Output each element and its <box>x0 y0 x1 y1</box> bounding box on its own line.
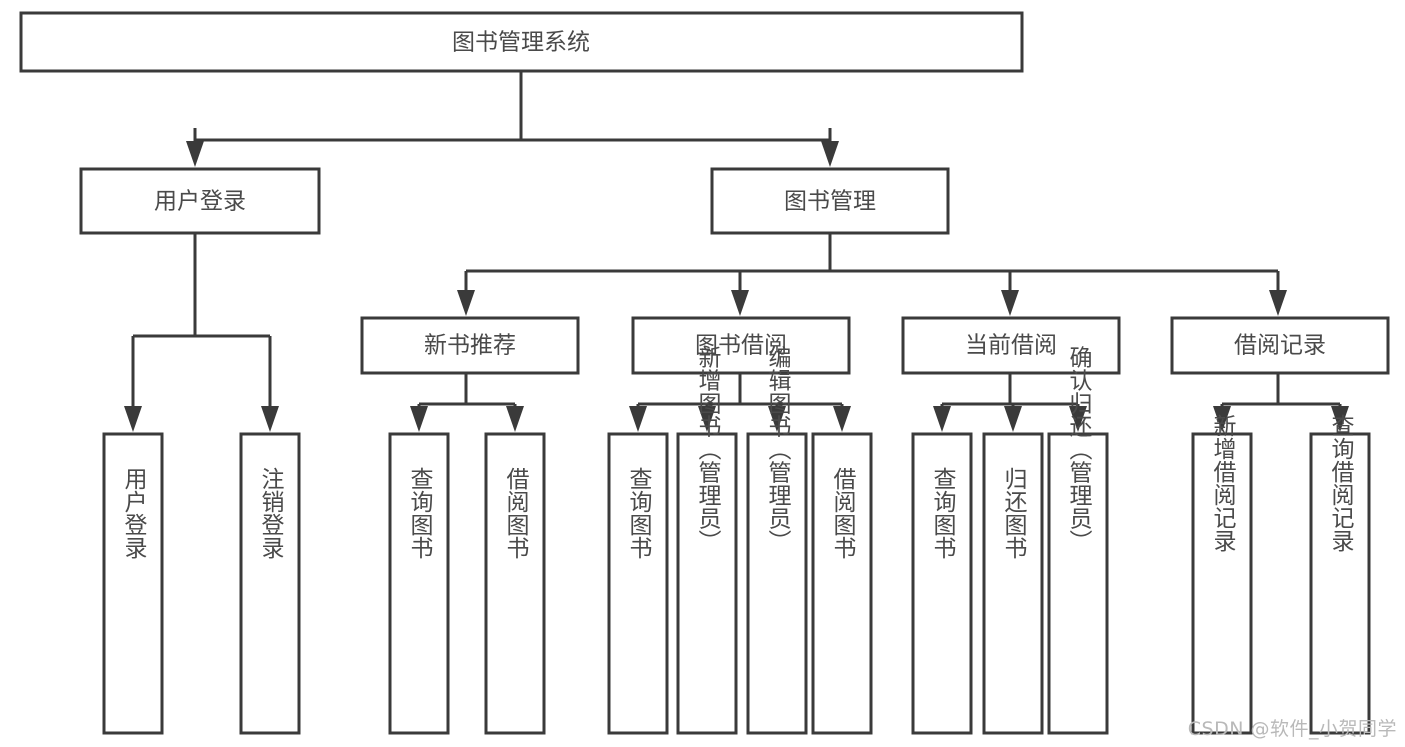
node-leaf-query-book-3-label: 查询图书 <box>929 467 957 559</box>
node-leaf-edit-book-label: 编辑图书（管理员） <box>764 346 792 553</box>
arrow-icon-bm-new-book-recommend <box>457 290 475 316</box>
node-leaf-borrow-book-2[interactable]: 借阅图书 <box>811 432 873 735</box>
node-borrow-record-label: 借阅记录 <box>1234 333 1326 359</box>
node-leaf-confirm-return-label: 确认归还（管理员） <box>1065 346 1093 553</box>
node-leaf-edit-book[interactable]: 编辑图书（管理员） <box>746 346 808 735</box>
node-leaf-add-book-label: 新增图书（管理员） <box>694 346 722 553</box>
node-leaf-borrow-book-2-label: 借阅图书 <box>829 467 857 559</box>
node-user-login-label: 用户登录 <box>154 189 246 215</box>
node-leaf-query-book-1-box[interactable] <box>388 432 450 735</box>
node-leaf-edit-book-box[interactable] <box>746 432 808 735</box>
node-leaf-user-login-box[interactable] <box>102 432 164 735</box>
arrow-icon-bm-borrow-record <box>1269 290 1287 316</box>
node-book-management-box[interactable] <box>710 167 950 235</box>
node-leaf-user-logout-box[interactable] <box>239 432 301 735</box>
arrow-icon-bb-1 <box>629 406 647 432</box>
node-leaf-add-record-box[interactable] <box>1191 432 1253 735</box>
node-current-borrow[interactable]: 当前借阅 <box>901 316 1121 375</box>
node-root-box[interactable] <box>19 11 1024 73</box>
node-leaf-add-record-label: 新增借阅记录 <box>1209 414 1237 552</box>
node-leaf-user-login[interactable]: 用户登录 <box>102 432 164 735</box>
arrow-icon-cb-2 <box>1004 406 1022 432</box>
node-leaf-query-record-box[interactable] <box>1309 432 1371 735</box>
node-root-label: 图书管理系统 <box>452 30 590 56</box>
node-user-login-box[interactable] <box>79 167 321 235</box>
node-leaf-user-logout-label: 注销登录 <box>257 467 285 559</box>
node-book-management-label: 图书管理 <box>784 189 876 215</box>
arrow-icon-root-user-login <box>186 141 204 167</box>
node-leaf-borrow-book-2-box[interactable] <box>811 432 873 735</box>
node-root-system[interactable]: 图书管理系统 <box>19 11 1024 73</box>
node-leaf-borrow-book-1[interactable]: 借阅图书 <box>484 432 546 735</box>
node-new-book-recommend[interactable]: 新书推荐 <box>360 316 580 375</box>
node-leaf-user-logout[interactable]: 注销登录 <box>239 432 301 735</box>
connector-group-borrow-record <box>1213 373 1349 432</box>
arrow-icon-cb-1 <box>933 406 951 432</box>
arrow-icon-user-login-2 <box>261 406 279 432</box>
node-new-book-recommend-label: 新书推荐 <box>424 333 516 359</box>
node-leaf-confirm-return-box[interactable] <box>1047 432 1109 735</box>
arrow-icon-user-login-1 <box>124 406 142 432</box>
node-leaf-borrow-book-1-label: 借阅图书 <box>502 467 530 559</box>
node-book-management[interactable]: 图书管理 <box>710 167 950 235</box>
connector-group-user-login <box>124 233 279 432</box>
node-book-borrow-box[interactable] <box>631 316 851 375</box>
node-leaf-query-book-3[interactable]: 查询图书 <box>911 432 973 735</box>
connector-group-new-book-recommend <box>410 373 524 432</box>
node-leaf-add-book-box[interactable] <box>676 432 738 735</box>
arrow-icon-bb-4 <box>833 406 851 432</box>
connector-group-book-management <box>457 233 1287 316</box>
node-borrow-record[interactable]: 借阅记录 <box>1170 316 1390 375</box>
node-book-borrow[interactable]: 图书借阅 <box>631 316 851 375</box>
arrow-icon-root-book-management <box>821 141 839 167</box>
node-leaf-add-book[interactable]: 新增图书（管理员） <box>676 346 738 735</box>
connector-group-book-borrow <box>629 373 851 432</box>
node-leaf-query-book-2-box[interactable] <box>607 432 669 735</box>
arrow-icon-nbr-1 <box>410 406 428 432</box>
connector-group-root <box>186 71 839 167</box>
node-user-login[interactable]: 用户登录 <box>79 167 321 235</box>
node-leaf-query-book-1-label: 查询图书 <box>406 467 434 559</box>
node-leaf-query-book-2[interactable]: 查询图书 <box>607 432 669 735</box>
connector-group-current-borrow <box>933 373 1087 432</box>
node-current-borrow-label: 当前借阅 <box>965 333 1057 359</box>
node-leaf-borrow-book-1-box[interactable] <box>484 432 546 735</box>
node-borrow-record-box[interactable] <box>1170 316 1390 375</box>
node-leaf-query-record-label: 查询借阅记录 <box>1327 414 1355 552</box>
node-leaf-add-record[interactable]: 新增借阅记录 <box>1191 414 1253 735</box>
node-new-book-recommend-box[interactable] <box>360 316 580 375</box>
node-leaf-query-book-1[interactable]: 查询图书 <box>388 432 450 735</box>
arrow-icon-bm-current-borrow <box>1001 290 1019 316</box>
arrow-icon-bm-book-borrow <box>731 290 749 316</box>
arrow-icon-nbr-2 <box>506 406 524 432</box>
node-leaf-user-login-label: 用户登录 <box>120 467 148 559</box>
node-leaf-return-book[interactable]: 归还图书 <box>982 432 1044 735</box>
node-leaf-query-book-2-label: 查询图书 <box>625 467 653 559</box>
node-leaf-confirm-return[interactable]: 确认归还（管理员） <box>1047 346 1109 735</box>
node-book-borrow-label: 图书借阅 <box>695 333 787 359</box>
node-current-borrow-box[interactable] <box>901 316 1121 375</box>
node-leaf-return-book-label: 归还图书 <box>1000 467 1028 559</box>
node-leaf-return-book-box[interactable] <box>982 432 1044 735</box>
node-leaf-query-record[interactable]: 查询借阅记录 <box>1309 414 1371 735</box>
node-leaf-query-book-3-box[interactable] <box>911 432 973 735</box>
